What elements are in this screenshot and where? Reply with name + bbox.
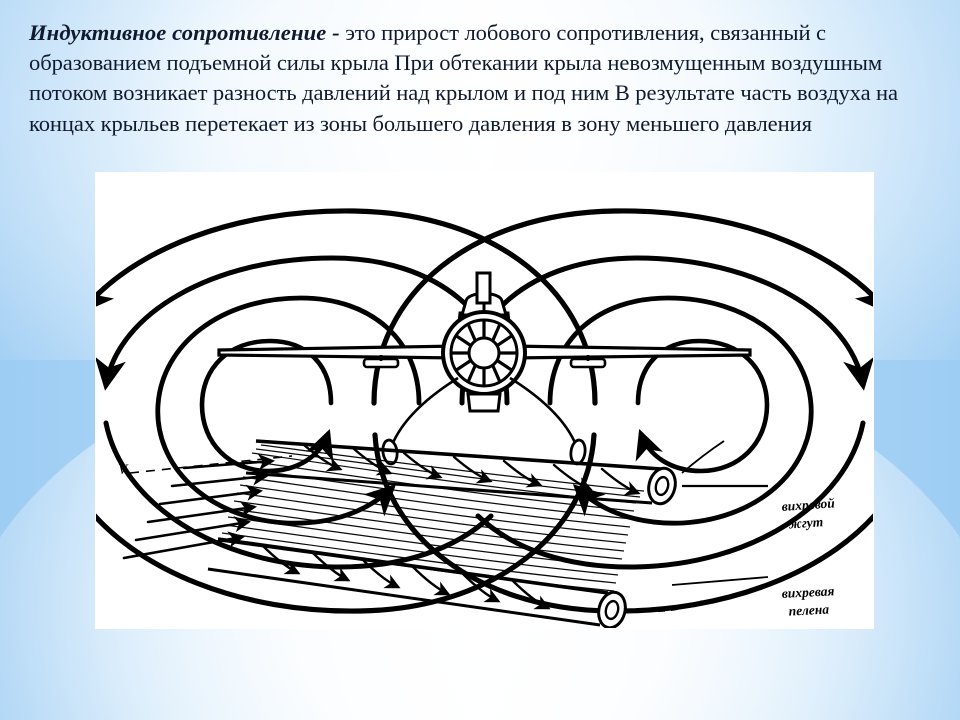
- vortex-cord-upper: [245, 439, 677, 506]
- aircraft-front-view: [217, 271, 752, 466]
- air-intake: [466, 392, 502, 413]
- induced-drag-diagram: V: [96, 173, 873, 628]
- vertical-stabilizer: [475, 271, 492, 305]
- leader-line-vortex-sheet: [631, 600, 703, 613]
- radial-engine-cylinders: [451, 320, 517, 386]
- slide-body-text: Индуктивное сопротивление - это прирост …: [29, 18, 937, 139]
- label-vortex-cord-line1: вихревой: [781, 495, 836, 514]
- propeller-hub: [467, 336, 501, 370]
- vortex-sheet-filaments: [219, 444, 645, 592]
- landing-gear-leg-right: [509, 376, 578, 446]
- vortex-streamlines-right: [371, 208, 873, 614]
- leader-line-vortex-cord: [681, 440, 725, 474]
- wing-right: [509, 344, 752, 360]
- leader-line-vortex-sheet-2: [671, 576, 769, 586]
- wing-left: [217, 344, 460, 360]
- definition-body: это прирост лобового сопротивления, связ…: [29, 20, 898, 136]
- definition-term: Индуктивное сопротивление -: [29, 20, 340, 45]
- vortex-wake-inset: V: [118, 439, 836, 628]
- label-vortex-sheet-line1: вихревая: [781, 583, 834, 601]
- landing-gear-leg-left: [390, 376, 459, 446]
- label-vortex-sheet-line2: пелена: [788, 602, 829, 619]
- velocity-label: V: [118, 462, 129, 478]
- vortex-cord-lower: [207, 537, 627, 628]
- freestream-axis: [129, 455, 293, 474]
- label-vortex-cord-line2: жгут: [788, 514, 823, 531]
- figure-panel: V: [96, 173, 873, 628]
